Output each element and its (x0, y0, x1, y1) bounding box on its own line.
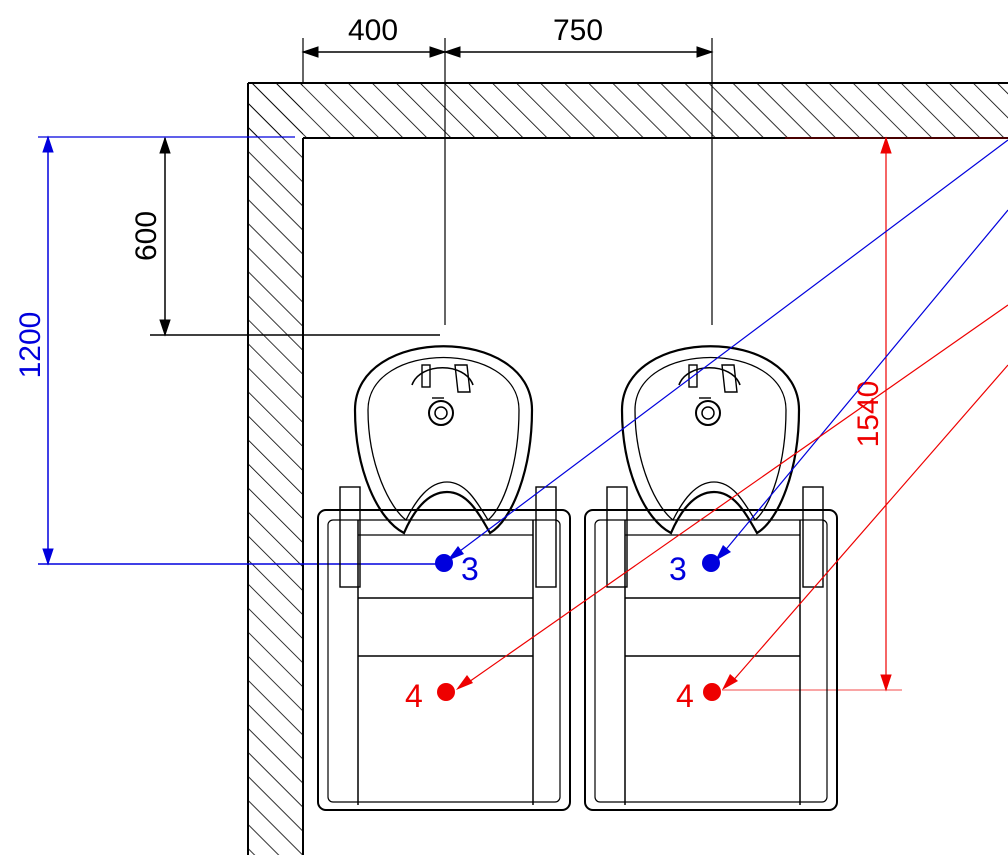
basin-bowl (620, 345, 801, 535)
basin-bowl (353, 345, 534, 535)
wall-left (247, 83, 304, 855)
water-point-blue-left: 3 (435, 551, 479, 587)
dimension-wall-offset: 400 (301, 14, 447, 325)
dimension-red-point-height: 1540 (722, 136, 1008, 692)
dimension-label-basin-depth: 600 (130, 211, 163, 261)
armrests (606, 486, 824, 588)
dimension-label-basin-spacing: 750 (553, 14, 603, 47)
water-point-blue-right: 3 (669, 551, 720, 587)
water-point-red-left: 4 (405, 678, 455, 714)
marker-label-blue-right: 3 (669, 551, 687, 587)
dimension-label-blue-point-height: 1200 (14, 312, 47, 379)
dimension-blue-point-height: 1200 (14, 135, 440, 566)
dimension-label-red-point-height: 1540 (852, 381, 885, 448)
leader-line-red-left (465, 304, 1008, 685)
dimension-label-wall-offset: 400 (348, 14, 398, 47)
wall-top (248, 82, 1008, 139)
leader-lines-blue (447, 139, 1008, 561)
armrests (339, 486, 557, 588)
leader-line-blue-left (455, 139, 1008, 555)
chair-base (317, 509, 571, 811)
basin-unit-right (584, 345, 838, 811)
red-dot-icon (437, 683, 455, 701)
dimension-basin-spacing: 750 (443, 14, 714, 325)
leader-line-red-right (730, 364, 1008, 684)
water-point-red-right: 4 (676, 678, 721, 714)
red-dot-icon (703, 683, 721, 701)
marker-label-blue-left: 3 (461, 551, 479, 587)
basin-unit-left (317, 345, 571, 811)
leader-lines-red (456, 304, 1008, 690)
marker-label-red-left: 4 (405, 678, 423, 714)
leader-line-blue-right (722, 209, 1008, 554)
blue-dot-icon (435, 554, 453, 572)
marker-label-red-right: 4 (676, 678, 694, 714)
chair-base (584, 509, 838, 811)
blue-dot-icon (702, 554, 720, 572)
dimension-basin-depth: 600 (130, 136, 440, 337)
